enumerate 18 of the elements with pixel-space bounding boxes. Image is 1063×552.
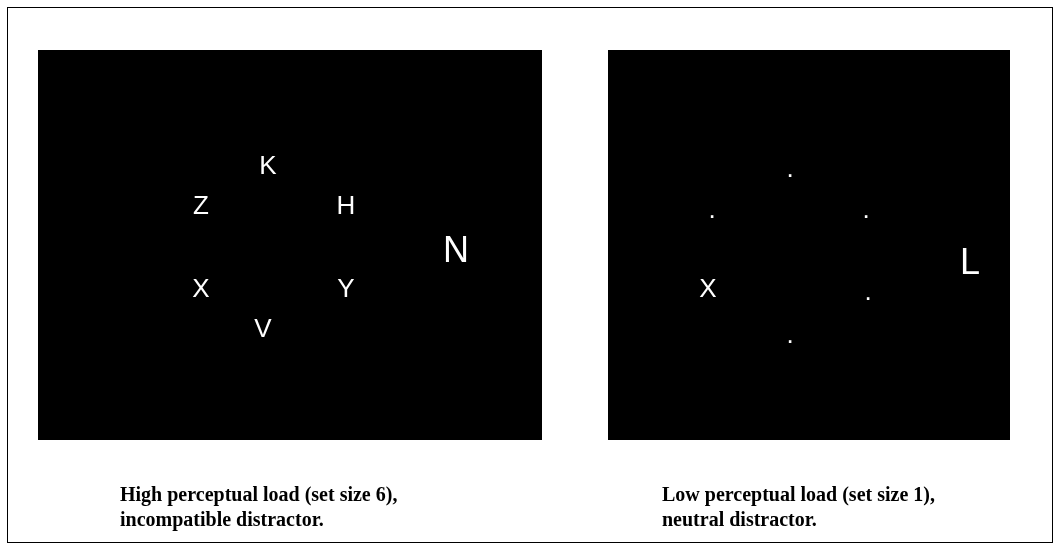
stimulus-display: [38, 50, 542, 440]
condition-caption: Low perceptual load (set size 1), neutral distractor.: [662, 482, 936, 532]
placeholder-dot: .: [708, 196, 716, 222]
condition-caption: High perceptual load (set size 6), incompatible distractor.: [120, 482, 399, 532]
stimulus-display: [608, 50, 1010, 440]
stimulus-letter: K: [259, 152, 277, 178]
placeholder-dot: .: [862, 196, 870, 222]
stimulus-letter: X: [192, 275, 210, 301]
stimulus-letter: Z: [193, 192, 209, 218]
stimulus-letter: X: [699, 275, 717, 301]
placeholder-dot: .: [786, 321, 794, 347]
placeholder-dot: .: [864, 278, 872, 304]
placeholder-dot: .: [786, 155, 794, 181]
stimulus-letter: H: [336, 192, 356, 218]
stimulus-letter: Y: [337, 275, 355, 301]
target-letter: N: [443, 232, 469, 268]
target-letter: L: [960, 244, 980, 280]
stimulus-letter: V: [254, 315, 272, 341]
